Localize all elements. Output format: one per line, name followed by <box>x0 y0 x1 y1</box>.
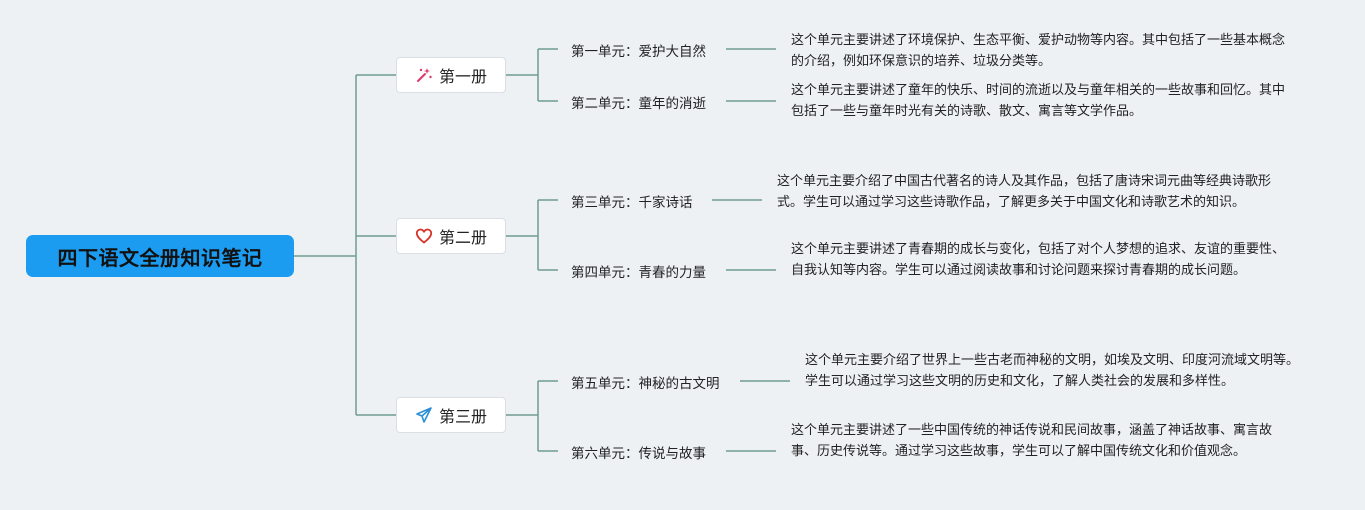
unit-description-5[interactable]: 这个单元主要介绍了世界上一些古老而神秘的文明，如埃及文明、印度河流域文明等。学生… <box>805 353 1300 389</box>
volume-node-3[interactable]: 第三册 <box>396 397 506 433</box>
unit-description-6[interactable]: 这个单元主要讲述了一些中国传统的神话传说和民间故事，涵盖了神话故事、寓言故事、历… <box>791 423 1273 459</box>
root-title: 四下语文全册知识笔记 <box>57 245 263 270</box>
paper-plane-icon <box>415 406 433 424</box>
root-node[interactable]: 四下语文全册知识笔记 <box>26 235 294 277</box>
unit-description-2[interactable]: 这个单元主要讲述了童年的快乐、时间的流逝以及与童年相关的一些故事和回忆。其中包括… <box>791 83 1286 119</box>
unit-label-4[interactable]: 第四单元：青春的力量 <box>571 265 706 281</box>
volume-label: 第二册 <box>438 228 487 247</box>
unit-label-3[interactable]: 第三单元：千家诗话 <box>571 195 693 211</box>
unit-label-2[interactable]: 第二单元：童年的消逝 <box>571 96 706 112</box>
volume-label: 第一册 <box>438 67 487 86</box>
magic-wand-icon <box>415 66 433 84</box>
volume-label: 第三册 <box>438 407 487 426</box>
heart-icon <box>415 227 433 245</box>
unit-label-6[interactable]: 第六单元：传说与故事 <box>571 446 706 462</box>
unit-description-4[interactable]: 这个单元主要讲述了青春期的成长与变化，包括了对个人梦想的追求、友谊的重要性、自我… <box>791 242 1286 278</box>
unit-description-1[interactable]: 这个单元主要讲述了环境保护、生态平衡、爱护动物等内容。其中包括了一些基本概念的介… <box>791 33 1286 69</box>
unit-description-3[interactable]: 这个单元主要介绍了中国古代著名的诗人及其作品，包括了唐诗宋词元曲等经典诗歌形式。… <box>777 174 1272 210</box>
volume-node-1[interactable]: 第一册 <box>396 57 506 93</box>
volume-node-2[interactable]: 第二册 <box>396 218 506 254</box>
unit-label-1[interactable]: 第一单元：爱护大自然 <box>571 44 706 60</box>
unit-label-5[interactable]: 第五单元：神秘的古文明 <box>571 376 720 392</box>
